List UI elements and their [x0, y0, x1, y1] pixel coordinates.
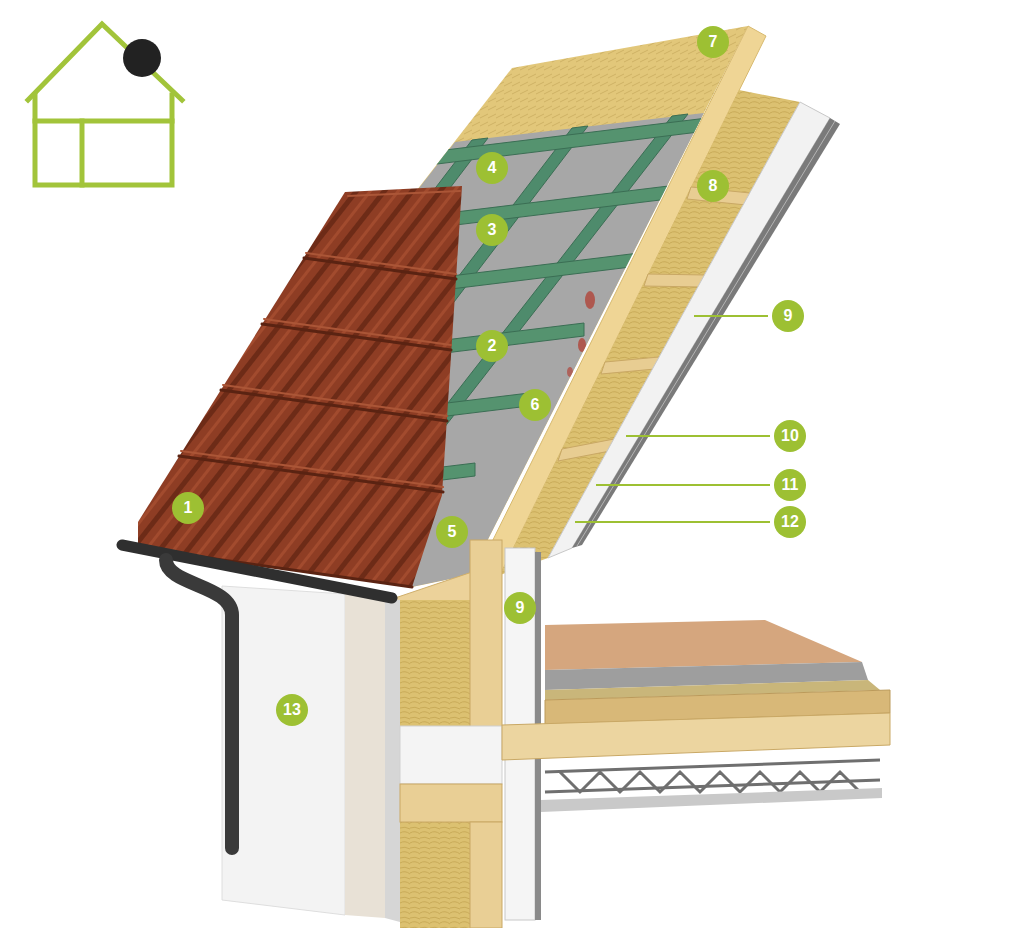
callout-circle: 3: [476, 214, 508, 246]
callout-circle: 7: [697, 26, 729, 58]
callout-number: 9: [784, 308, 793, 324]
callout-number: 13: [283, 702, 301, 718]
inner-membrane: [572, 118, 840, 548]
callout-number: 8: [709, 178, 718, 194]
callout-number: 1: [184, 500, 193, 516]
callout-circle: 9: [504, 592, 536, 624]
house-icon: [28, 24, 182, 185]
callout-number: 2: [488, 338, 497, 354]
callout-number: 5: [448, 524, 457, 540]
callout-number: 6: [531, 397, 540, 413]
callout-circle: 2: [476, 330, 508, 362]
callout-number: 11: [782, 477, 799, 493]
callout-circle: 11: [774, 469, 806, 501]
callout-number: 10: [781, 428, 799, 444]
roof-tiles: [138, 186, 462, 587]
callout-number: 7: [709, 34, 718, 50]
icon-dot: [123, 39, 161, 77]
rafter-insulation: [500, 90, 800, 575]
callout-circle: 1: [172, 492, 204, 524]
callout-number: 12: [781, 514, 799, 530]
leader-lines: [575, 316, 770, 522]
callout-circle: 9: [772, 300, 804, 332]
callout-number: 4: [488, 160, 497, 176]
callout-number: 3: [488, 222, 497, 238]
tile-courses: [138, 191, 460, 587]
callout-circle: 5: [436, 516, 468, 548]
gutter: [122, 545, 392, 848]
floor: [502, 620, 890, 812]
callout-circle: 6: [519, 389, 551, 421]
callout-circle: 10: [774, 420, 806, 452]
inner-board: [548, 102, 830, 558]
callout-number: 9: [516, 600, 525, 616]
callout-circle: 13: [276, 694, 308, 726]
callout-circle: 4: [476, 152, 508, 184]
callout-circle: 12: [774, 506, 806, 538]
callout-circle: 8: [697, 170, 729, 202]
